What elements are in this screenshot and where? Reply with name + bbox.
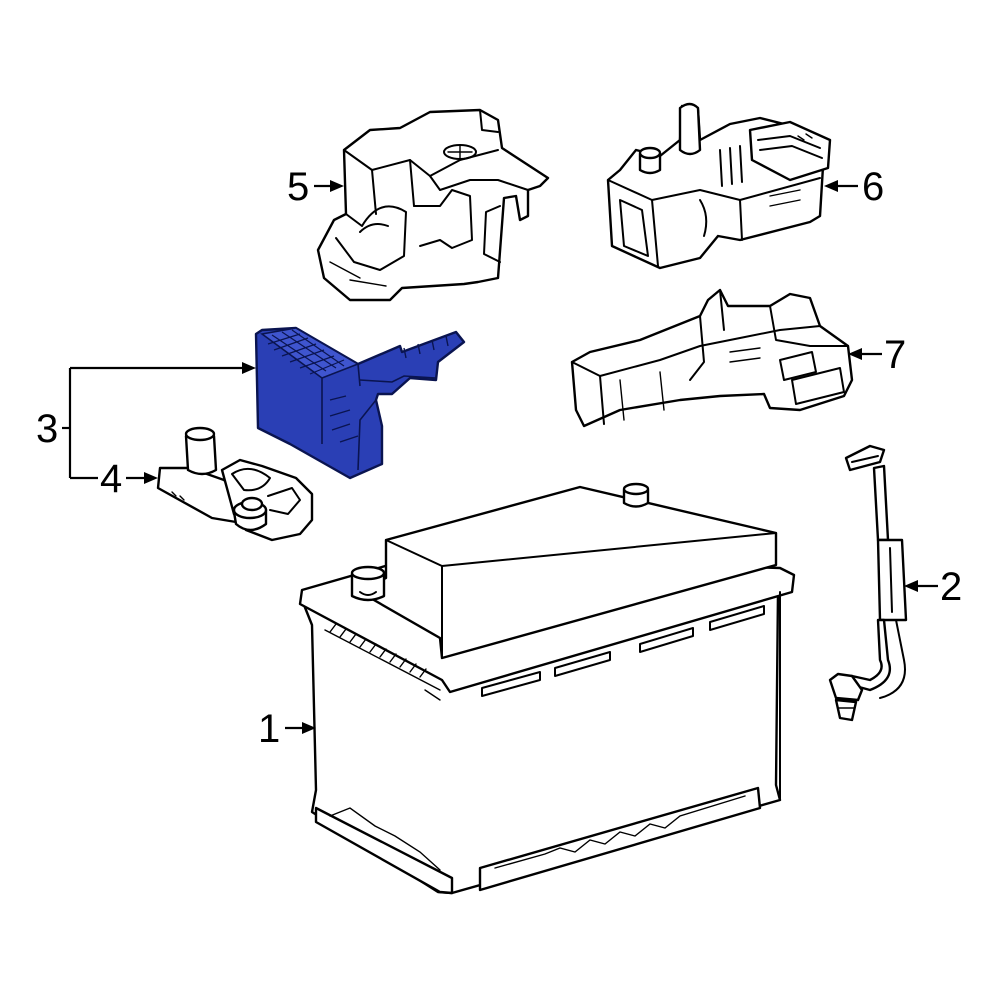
sensor-cable-part[interactable]	[828, 444, 908, 722]
callout-leader-2	[904, 580, 938, 592]
callout-leader-1	[285, 722, 316, 734]
callout-number-3: 3	[36, 407, 58, 451]
tray-cover-part[interactable]	[570, 288, 854, 428]
callout-number-6: 6	[862, 165, 884, 209]
terminal-cover-part-highlighted[interactable]	[254, 326, 466, 480]
control-module-part[interactable]	[606, 102, 832, 270]
battery-part[interactable]	[298, 482, 796, 895]
callout-number-5: 5	[287, 165, 309, 209]
callout-number-7: 7	[884, 333, 906, 377]
terminal-clamp-part[interactable]	[156, 426, 314, 542]
callout-number-1: 1	[258, 707, 280, 751]
fuse-box-part[interactable]	[316, 108, 550, 302]
callout-leader-6	[824, 180, 858, 192]
callout-leader-5	[314, 180, 344, 192]
callout-leader-7	[848, 348, 882, 360]
callout-bracket-3-4	[62, 362, 256, 484]
callout-number-2: 2	[940, 565, 962, 609]
callout-number-4: 4	[100, 457, 122, 501]
